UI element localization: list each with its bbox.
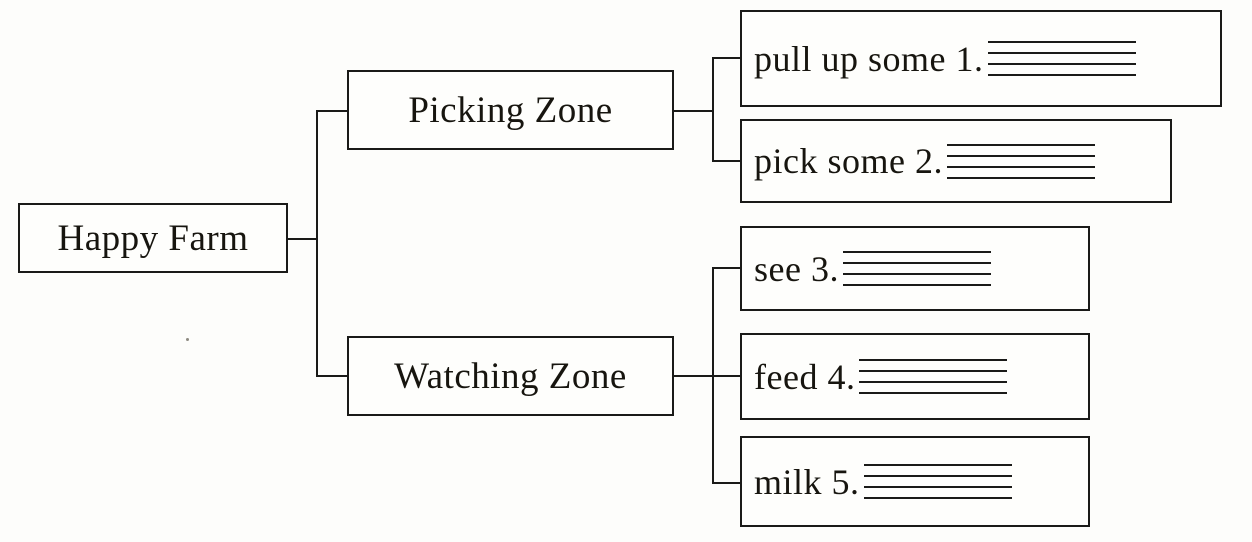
- connector-root-to-watching-zone: [316, 375, 349, 377]
- blank-write-lines-3: [842, 251, 991, 286]
- connector-watching-zone-stub: [674, 375, 714, 377]
- node-branch-watching-zone-label: Watching Zone: [394, 355, 627, 397]
- node-leaf-milk-label: milk 5.: [754, 461, 860, 502]
- connector-root-to-picking-zone: [316, 110, 349, 112]
- node-leaf-pull-up-some[interactable]: pull up some 1.: [740, 10, 1222, 107]
- blank-rule-line: [987, 63, 1136, 65]
- node-leaf-see-label: see 3.: [754, 248, 839, 289]
- blank-rule-line: [859, 370, 1008, 372]
- blank-rule-line: [946, 176, 1095, 179]
- node-leaf-feed[interactable]: feed 4.: [740, 333, 1090, 420]
- blank-rule-line: [859, 381, 1008, 383]
- blank-rule-line: [842, 273, 991, 275]
- blank-rule-line: [859, 392, 1008, 394]
- node-leaf-pick-some-label: pick some 2.: [754, 141, 943, 181]
- connector-picking-to-leaf-2: [712, 160, 740, 162]
- blank-rule-line: [987, 41, 1136, 43]
- connector-watching-to-leaf-3: [712, 267, 740, 269]
- node-branch-picking-zone-label: Picking Zone: [408, 89, 613, 131]
- blank-write-lines-4: [859, 359, 1008, 394]
- blank-rule-line: [987, 74, 1136, 76]
- blank-rule-line: [863, 464, 1012, 466]
- connector-root-spine: [316, 110, 318, 376]
- blank-write-lines-2: [946, 143, 1095, 179]
- node-branch-watching-zone[interactable]: Watching Zone: [347, 336, 674, 416]
- connector-picking-zone-spine: [712, 57, 714, 160]
- blank-rule-line: [946, 154, 1095, 157]
- node-branch-picking-zone[interactable]: Picking Zone: [347, 70, 674, 150]
- blank-rule-line: [842, 262, 991, 264]
- node-leaf-milk[interactable]: milk 5.: [740, 436, 1090, 527]
- connector-root-stub: [288, 238, 318, 240]
- blank-rule-line: [842, 284, 991, 286]
- node-leaf-feed-label: feed 4.: [754, 356, 856, 397]
- blank-rule-line: [859, 359, 1008, 361]
- scan-speck: [186, 338, 189, 341]
- blank-rule-line: [842, 251, 991, 253]
- node-root-happy-farm[interactable]: Happy Farm: [18, 203, 288, 273]
- connector-picking-to-leaf-1: [712, 57, 740, 59]
- connector-watching-to-leaf-4: [712, 375, 740, 377]
- blank-rule-line: [946, 143, 1095, 146]
- blank-write-lines-5: [863, 464, 1012, 499]
- node-root-label: Happy Farm: [57, 217, 249, 259]
- blank-rule-line: [946, 165, 1095, 168]
- connector-picking-zone-stub: [674, 110, 714, 112]
- connector-watching-to-leaf-5: [712, 482, 740, 484]
- node-leaf-pull-up-some-label: pull up some 1.: [754, 38, 984, 79]
- node-leaf-pick-some[interactable]: pick some 2.: [740, 119, 1172, 203]
- blank-write-lines-1: [987, 41, 1136, 76]
- blank-rule-line: [863, 475, 1012, 477]
- blank-rule-line: [987, 52, 1136, 54]
- connector-watching-zone-spine: [712, 267, 714, 482]
- node-leaf-see[interactable]: see 3.: [740, 226, 1090, 311]
- blank-rule-line: [863, 486, 1012, 488]
- blank-rule-line: [863, 497, 1012, 499]
